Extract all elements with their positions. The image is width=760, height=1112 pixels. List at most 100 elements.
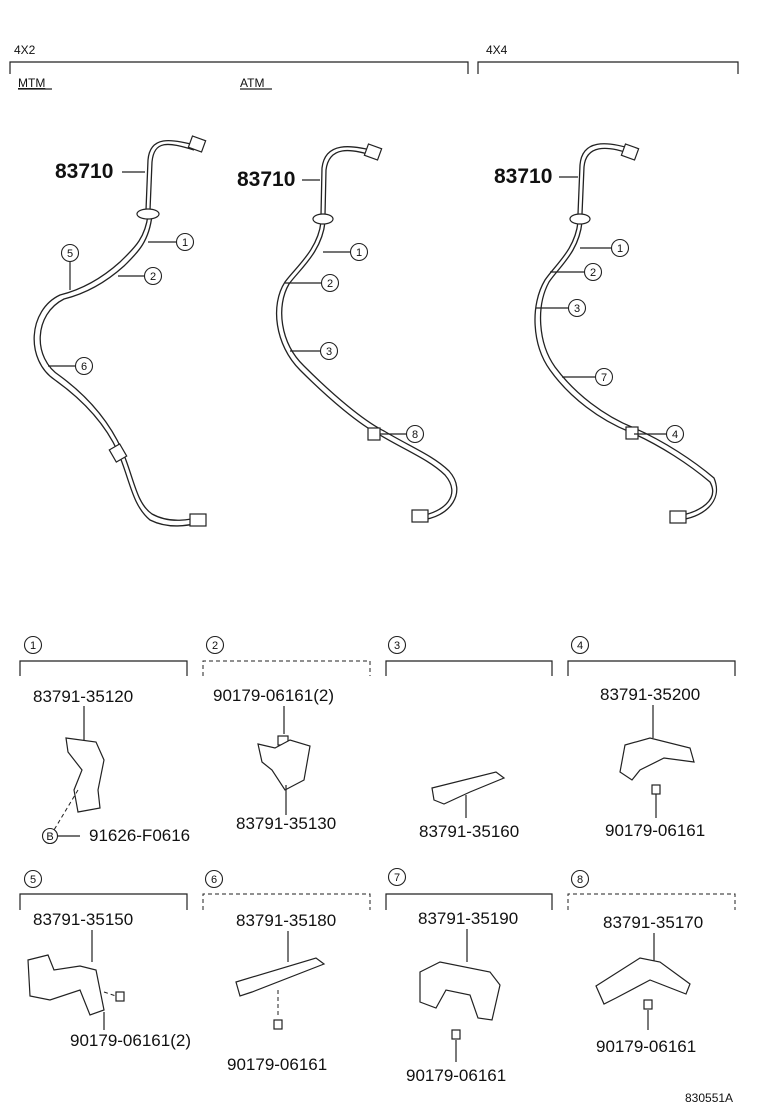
detail-panel-3: 3 83791-35160 (385, 635, 553, 841)
callout-circle (349, 242, 369, 262)
callout-circle (610, 238, 630, 258)
detail-number: 4 (577, 640, 583, 652)
bracket-part-icon (431, 771, 506, 805)
callout-circle (60, 243, 80, 263)
part-number: 83791-35150 (33, 910, 133, 929)
nut-icon (643, 999, 653, 1010)
nut-icon (115, 991, 125, 1002)
detail-bracket (567, 660, 736, 676)
fitting-icon (187, 135, 207, 153)
clamp-icon (625, 426, 639, 440)
hose-4x4-part-no: 83710 (494, 165, 552, 188)
detail-bracket (19, 893, 188, 910)
detail-number-circle (23, 869, 43, 889)
detail-number-circle (387, 867, 407, 887)
callout-number: 7 (601, 372, 607, 384)
clamp-icon (367, 427, 381, 441)
part-number: 90179-06161(2) (70, 1031, 191, 1050)
section-4x2: 4X2 MTM ATM (9, 43, 469, 90)
detail-panel-7: 7 83791-35190 90179-06161 (385, 867, 553, 1085)
fitting-icon (620, 143, 640, 161)
detail-panel-2: 2 90179-06161(2) 83791-35130 (202, 635, 371, 833)
detail-panel-4: 4 83791-35200 90179-06161 (567, 635, 736, 840)
grommet-icon (136, 208, 160, 220)
part-number: 83791-35180 (236, 911, 336, 930)
clamp-icon (108, 443, 128, 463)
part-number: 83791-35190 (418, 909, 518, 928)
detail-panel-6: 6 83791-35180 90179-06161 (202, 869, 371, 1074)
sub-callout-circle (41, 827, 59, 845)
callout-circle (583, 262, 603, 282)
detail-bracket (385, 893, 553, 910)
detail-number: 2 (212, 640, 218, 652)
detail-number-circle (570, 635, 590, 655)
callout-circle (175, 232, 195, 252)
sub-callout-letter: B (46, 831, 53, 843)
callout-number: 4 (672, 429, 678, 441)
callout-circle (594, 367, 614, 387)
callout-circle (567, 298, 587, 318)
hose-mtm: 83710 1 2 5 6 (33, 135, 207, 527)
nut-icon (273, 1019, 283, 1030)
callout-number: 1 (182, 237, 188, 249)
callout-number: 2 (590, 267, 596, 279)
fitting-icon (669, 510, 687, 524)
hose-mtm-upper (145, 139, 199, 211)
bracket-part-icon (595, 957, 691, 1005)
part-number: 90179-06161 (596, 1037, 696, 1056)
callout-number: 2 (150, 271, 156, 283)
detail-panel-5: 5 83791-35150 90179-06161(2) (19, 869, 191, 1050)
fitting-icon (411, 509, 429, 523)
bracket-part-icon (419, 961, 501, 1021)
grommet-icon (569, 213, 591, 225)
callout-number: 1 (356, 247, 362, 259)
part-number: 90179-06161 (605, 821, 705, 840)
part-number: 83791-35130 (236, 814, 336, 833)
callout-number: 8 (412, 429, 418, 441)
detail-number: 8 (577, 874, 583, 886)
detail-number: 3 (394, 640, 400, 652)
detail-number-circle (23, 635, 43, 655)
hose-mtm-part-no: 83710 (55, 160, 113, 183)
fitting-icon (189, 513, 207, 527)
part-number: 90179-06161 (227, 1055, 327, 1074)
detail-number-circle (387, 635, 407, 655)
bracket-part-icon (65, 737, 105, 813)
callout-circle (405, 424, 425, 444)
hose-mtm-lower (33, 214, 206, 527)
callout-number: 1 (617, 243, 623, 255)
nut-icon (651, 784, 661, 795)
section-4x4: 4X4 (477, 43, 739, 74)
callout-circle (665, 424, 685, 444)
grommet-icon (312, 213, 334, 225)
detail-bracket (19, 660, 188, 676)
bracket-4x2 (9, 61, 469, 74)
part-number: 83791-35170 (603, 913, 703, 932)
callout-number: 3 (326, 346, 332, 358)
fitting-icon (363, 143, 383, 161)
callout-number: 6 (81, 361, 87, 373)
bracket-part-icon (619, 737, 695, 781)
part-number: 83791-35160 (419, 822, 519, 841)
section-label-4x2: 4X2 (14, 43, 36, 57)
section-label-mtm: MTM (18, 76, 45, 90)
callout-number: 2 (327, 278, 333, 290)
part-number: 83791-35120 (33, 687, 133, 706)
hose-atm: 83710 1 2 3 8 (237, 143, 458, 523)
detail-number: 5 (30, 874, 36, 886)
detail-number: 1 (30, 640, 36, 652)
detail-number: 6 (211, 874, 217, 886)
part-number: 90179-06161 (406, 1066, 506, 1085)
section-label-atm: ATM (240, 76, 264, 90)
detail-number-circle (204, 869, 224, 889)
part-number: 90179-06161(2) (213, 686, 334, 705)
part-number: 83791-35200 (600, 685, 700, 704)
hose-4x4: 83710 1 2 3 7 4 (494, 143, 717, 524)
detail-bracket (567, 893, 736, 910)
callout-circle (74, 356, 94, 376)
bracket-part-icon (257, 739, 311, 791)
callout-number: 3 (574, 303, 580, 315)
nut-icon (451, 1029, 461, 1040)
bracket-part-icon (27, 954, 105, 1016)
